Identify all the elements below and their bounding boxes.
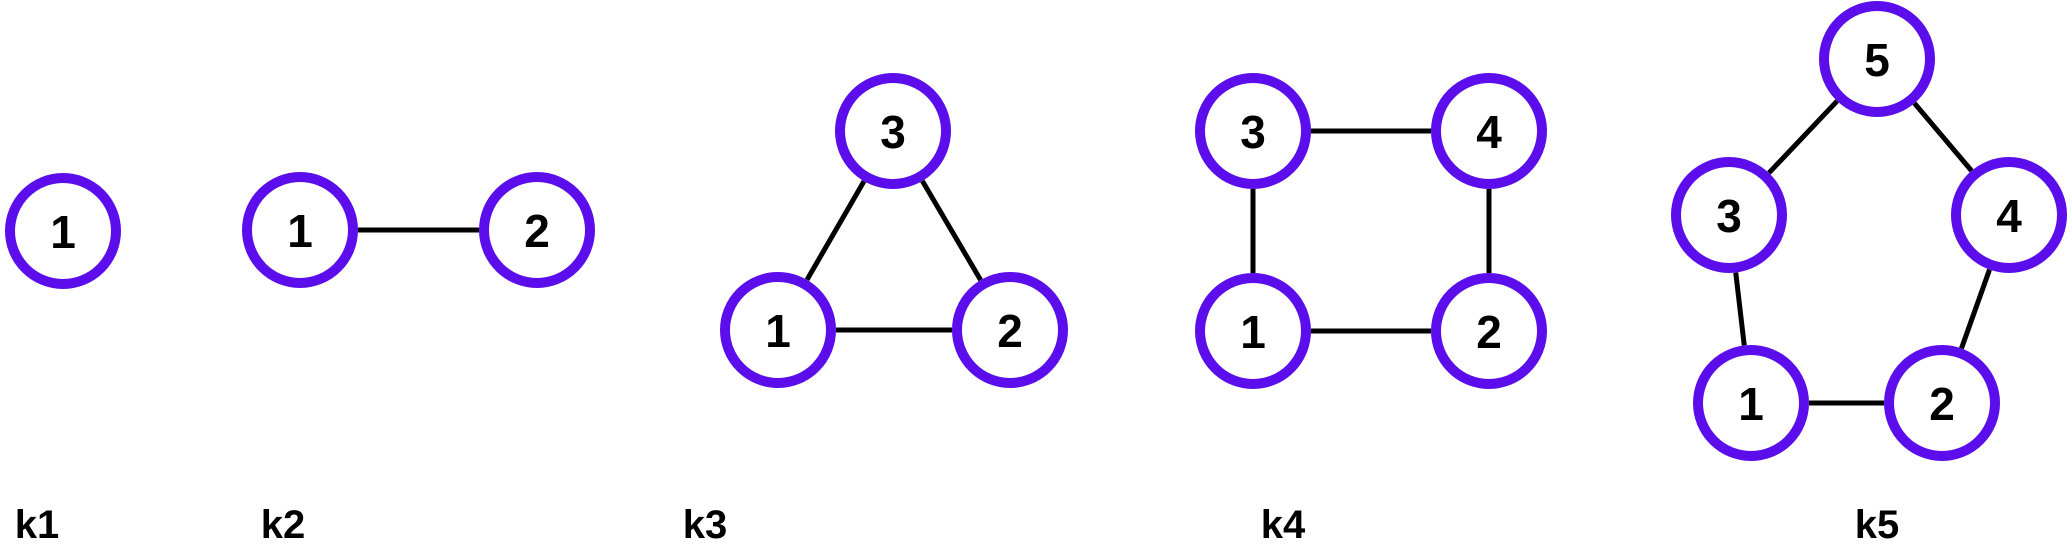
node-circle[interactable] xyxy=(720,272,836,388)
node-label: 4 xyxy=(1996,190,2022,242)
node-circle[interactable] xyxy=(1884,345,2000,461)
node-circle[interactable] xyxy=(952,272,1068,388)
node-circle[interactable] xyxy=(1671,157,1787,273)
node-label: 5 xyxy=(1864,34,1890,86)
graph-edge xyxy=(1959,268,1992,350)
graph-node[interactable]: 1 xyxy=(720,272,836,388)
node-circle[interactable] xyxy=(5,173,121,289)
node-circle[interactable] xyxy=(835,73,951,189)
graph-node[interactable]: 1 xyxy=(1693,345,1809,461)
node-label: 2 xyxy=(524,205,550,257)
graph-node[interactable]: 1 xyxy=(5,173,121,289)
edges-layer xyxy=(358,99,1992,406)
graph-node[interactable]: 1 xyxy=(242,172,358,288)
graph-edge xyxy=(1912,101,1974,173)
node-label: 3 xyxy=(880,106,906,158)
graph-edge xyxy=(920,179,983,282)
graph-node[interactable]: 3 xyxy=(835,73,951,189)
node-circle[interactable] xyxy=(479,172,595,288)
graph-caption-k4: k4 xyxy=(1261,503,1306,547)
node-circle[interactable] xyxy=(242,172,358,288)
captions-layer: k1 k2 k3 k4 k5 xyxy=(15,503,1900,547)
node-circle[interactable] xyxy=(1951,157,2067,273)
node-label: 1 xyxy=(50,206,76,258)
node-circle[interactable] xyxy=(1693,345,1809,461)
graph-node[interactable]: 3 xyxy=(1195,73,1311,189)
graph-caption-k5: k5 xyxy=(1855,503,1900,547)
nodes-layer: 1 1 2 3 1 2 3 4 1 2 5 3 4 1 2 xyxy=(5,1,2067,461)
node-label: 1 xyxy=(1240,306,1266,358)
graph-node[interactable]: 4 xyxy=(1431,73,1547,189)
node-label: 1 xyxy=(765,305,791,357)
node-circle[interactable] xyxy=(1431,73,1547,189)
node-circle[interactable] xyxy=(1819,1,1935,117)
node-label: 3 xyxy=(1240,106,1266,158)
graph-node[interactable]: 3 xyxy=(1671,157,1787,273)
node-label: 4 xyxy=(1476,106,1502,158)
node-circle[interactable] xyxy=(1195,273,1311,389)
node-label: 2 xyxy=(1929,378,1955,430)
graph-edge xyxy=(1733,272,1747,346)
graph-node[interactable]: 5 xyxy=(1819,1,1935,117)
graph-node[interactable]: 2 xyxy=(952,272,1068,388)
graph-node[interactable]: 1 xyxy=(1195,273,1311,389)
graph-node[interactable]: 2 xyxy=(479,172,595,288)
graph-node[interactable]: 2 xyxy=(1884,345,2000,461)
node-circle[interactable] xyxy=(1195,73,1311,189)
graph-edge xyxy=(804,179,867,282)
node-circle[interactable] xyxy=(1431,273,1547,389)
graph-node[interactable]: 4 xyxy=(1951,157,2067,273)
node-label: 1 xyxy=(287,205,313,257)
node-label: 1 xyxy=(1738,378,1764,430)
graph-caption-k1: k1 xyxy=(15,503,60,547)
node-label: 2 xyxy=(997,305,1023,357)
graph-caption-k3: k3 xyxy=(683,503,728,547)
graph-node[interactable]: 2 xyxy=(1431,273,1547,389)
node-label: 2 xyxy=(1476,306,1502,358)
node-label: 3 xyxy=(1716,190,1742,242)
graph-edge xyxy=(1767,99,1839,175)
graph-caption-k2: k2 xyxy=(261,503,306,547)
